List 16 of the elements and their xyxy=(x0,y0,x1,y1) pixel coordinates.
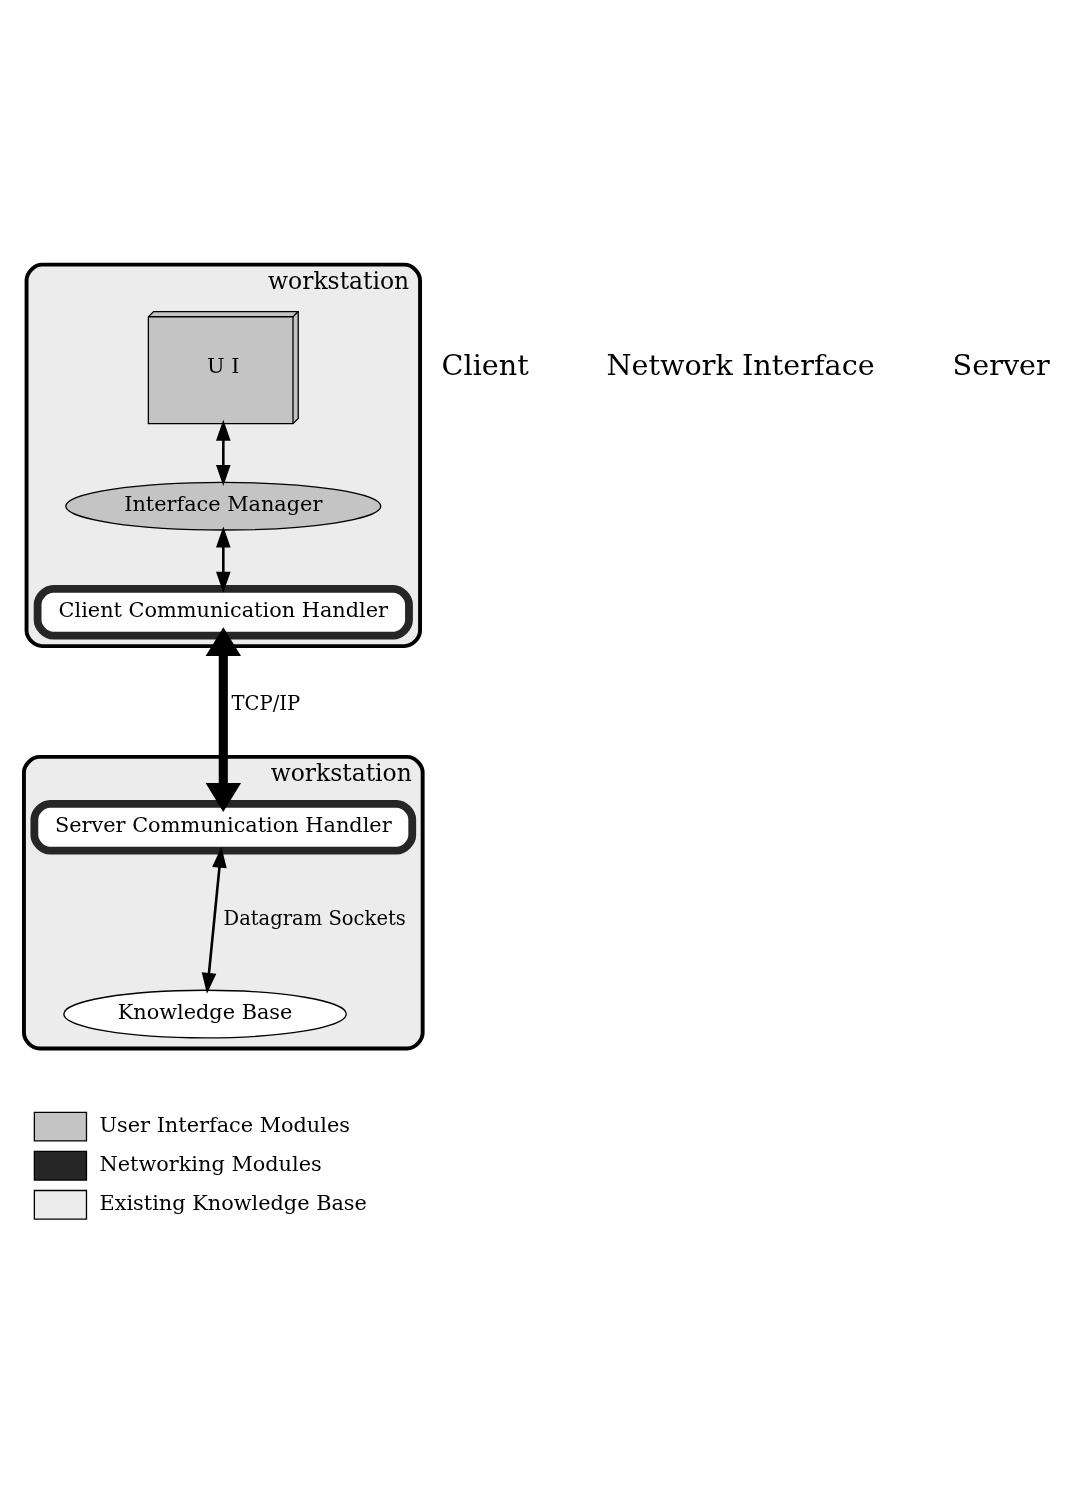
label: Client xyxy=(441,347,529,382)
legend-label: Existing Knowledge Base xyxy=(99,1190,367,1215)
edge-label: Datagram Sockets xyxy=(223,906,406,930)
arrow xyxy=(205,627,241,812)
node-ellipse: Interface Manager xyxy=(65,481,382,531)
edge-label: TCP/IP xyxy=(231,691,301,715)
arrow xyxy=(215,526,231,593)
arrow xyxy=(215,419,231,486)
node-ellipse: Knowledge Base xyxy=(63,989,347,1039)
node-box: Server Communication Handler xyxy=(30,799,417,855)
legend-label: User Interface Modules xyxy=(99,1112,350,1137)
label: Server xyxy=(952,347,1050,382)
legend-label: Networking Modules xyxy=(99,1151,322,1176)
arrow xyxy=(201,846,227,994)
label: Network Interface xyxy=(606,347,875,382)
node-box: Client Communication Handler xyxy=(33,584,413,640)
